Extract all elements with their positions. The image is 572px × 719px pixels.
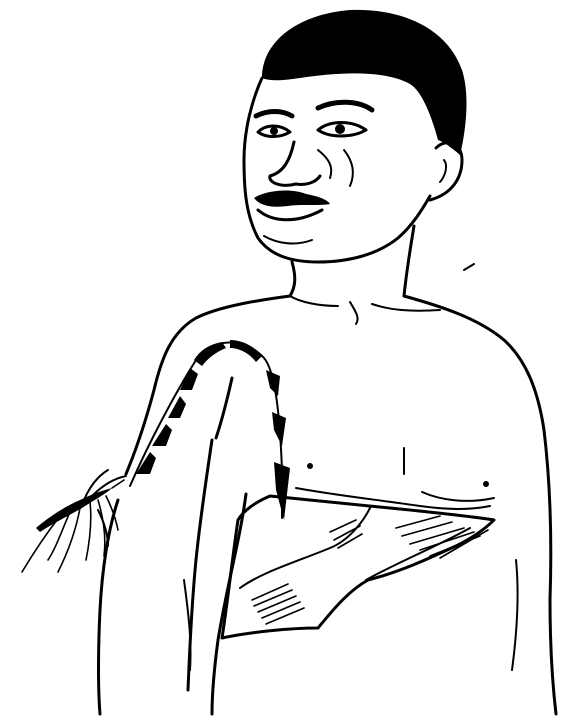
cutaway-outline (222, 496, 494, 638)
path-arrow (194, 342, 226, 366)
collarbone-left (290, 296, 338, 306)
parasite-path (130, 340, 290, 520)
liver-cutaway (222, 496, 494, 638)
arm-detail (98, 510, 191, 670)
left-shoulder-outline (126, 296, 290, 474)
left-arm-inner (188, 440, 212, 690)
mosquito-proboscis (112, 480, 124, 488)
path-arrow (152, 424, 172, 446)
armpit-line (216, 378, 232, 438)
mouth (254, 191, 330, 207)
right-nipple (483, 481, 489, 487)
arm-crease (184, 580, 191, 670)
path-arrow (168, 396, 186, 418)
nose (270, 142, 320, 185)
liver (240, 508, 370, 588)
neck-left-line (290, 262, 295, 296)
liver-hatching (252, 516, 488, 624)
torso (99, 296, 557, 714)
torso-left-side (212, 494, 246, 714)
left-arm-outer-lower (99, 500, 119, 714)
nose-shadow (318, 150, 331, 178)
right-pupil (335, 124, 345, 134)
left-eyebrow (256, 112, 292, 117)
left-pupil (270, 127, 278, 135)
right-side-contour (512, 560, 518, 670)
hair (262, 10, 466, 155)
left-nipple (307, 463, 313, 469)
cheek-line (344, 150, 353, 186)
lower-lip (258, 210, 322, 220)
mosquito (22, 470, 126, 572)
liver-edge (366, 528, 470, 580)
right-shoulder-outline (404, 296, 556, 714)
throat (350, 302, 358, 324)
chest-line (296, 488, 490, 509)
head (244, 10, 466, 262)
pec-right (422, 492, 494, 501)
stray-mark (464, 264, 474, 270)
chin (264, 236, 312, 243)
neck-right-line (404, 226, 414, 296)
path-arrow (136, 452, 156, 474)
right-eyebrow (318, 102, 372, 110)
ear-inner (440, 160, 446, 182)
face-outline (244, 78, 430, 262)
